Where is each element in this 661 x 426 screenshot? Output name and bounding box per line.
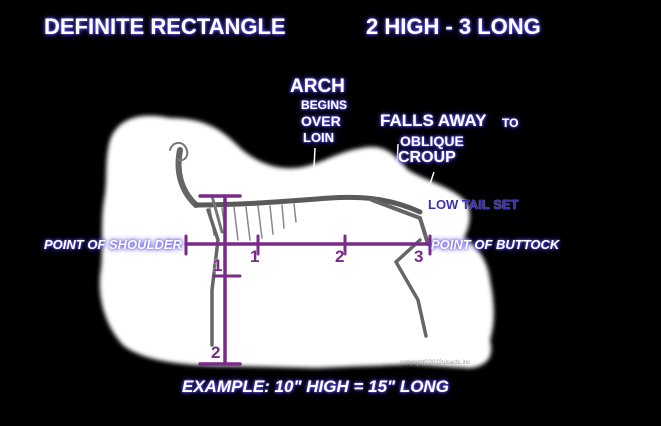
arch-begins-label: BEGINS <box>301 98 348 112</box>
measurement-lines <box>184 194 432 366</box>
example-caption: EXAMPLE: 10" HIGH = 15" LONG <box>182 377 449 396</box>
point-of-buttock-label: POINT OF BUTTOCK <box>431 237 560 252</box>
point-of-shoulder-label: POINT OF SHOULDER <box>44 237 182 252</box>
height-mark-1: 1 <box>213 256 223 275</box>
length-mark-3: 3 <box>414 247 424 266</box>
oblique-label: OBLIQUE <box>400 133 464 149</box>
copyright-notice: copyright©2022uisactc.inc <box>400 360 471 366</box>
croup-label: CROUP <box>398 149 456 166</box>
skull <box>169 142 189 162</box>
arch-over-label: OVER <box>301 113 341 129</box>
pointer-lines <box>312 143 435 203</box>
arch-pointer <box>312 147 316 187</box>
length-mark-1: 1 <box>250 247 260 266</box>
shoulder-blade <box>210 194 224 234</box>
pelvis <box>370 198 430 246</box>
tail-pointer <box>423 171 435 203</box>
falls-away-label: FALLS AWAY <box>380 111 487 130</box>
front-leg <box>206 208 220 347</box>
dog-skeleton <box>169 142 430 347</box>
spine <box>193 194 423 215</box>
falls-to-label: TO <box>502 116 519 130</box>
title-right: 2 HIGH - 3 LONG <box>366 14 541 39</box>
arch-label: ARCH <box>290 76 345 97</box>
dog-coat-silhouette <box>99 115 494 368</box>
neck-vertebrae <box>175 147 199 208</box>
hind-leg <box>393 238 428 338</box>
low-tail-set-label: LOW TAIL SET <box>428 197 519 212</box>
title-left: DEFINITE RECTANGLE <box>44 14 286 39</box>
falls-pointer <box>395 143 399 191</box>
height-mark-2: 2 <box>211 343 221 362</box>
arch-loin-label: LOIN <box>303 130 335 145</box>
length-mark-2: 2 <box>335 247 345 266</box>
